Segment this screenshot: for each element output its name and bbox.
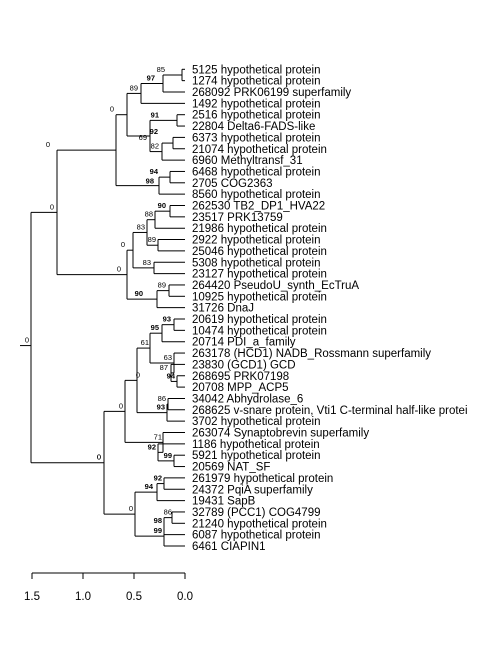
leaf-label: 8560 hypothetical protein <box>192 189 321 201</box>
support-value: 95 <box>151 323 159 332</box>
support-value: 98 <box>154 516 162 525</box>
support-value: 0 <box>25 336 29 345</box>
leaf-label: 2922 hypothetical protein <box>192 235 321 247</box>
support-value: 0 <box>119 401 123 410</box>
support-value: 0 <box>97 453 101 462</box>
leaf-label: 20569 NAT_SF <box>192 462 270 474</box>
support-value: 69 <box>139 133 147 142</box>
leaf-label: 262530 TB2_DP1_HVA22 <box>192 201 325 213</box>
tree-branches <box>20 68 185 547</box>
support-value: 0 <box>50 202 54 211</box>
leaf-label: 19431 SapB <box>192 496 256 508</box>
leaf-label: 32789 (PCC1) COG4799 <box>192 507 320 519</box>
support-value: 93 <box>157 403 165 412</box>
support-value: 92 <box>148 442 156 451</box>
support-value: 93 <box>163 315 171 324</box>
support-value: 88 <box>145 210 153 219</box>
leaf-label: 268092 PRK06199 superfamily <box>192 87 351 99</box>
leaf-label: 2705 COG2363 <box>192 178 273 190</box>
leaf-label: 10474 hypothetical protein <box>192 325 327 337</box>
support-value: 89 <box>148 235 156 244</box>
leaf-label: 268625 v-snare protein, Vti1 C-terminal … <box>192 405 468 417</box>
support-value: 82 <box>151 142 159 151</box>
leaf-label: 1186 hypothetical protein <box>192 439 320 451</box>
support-value: 0 <box>129 504 133 513</box>
leaf-label: 10925 hypothetical protein <box>192 291 327 303</box>
scale-tick-label: 1.5 <box>24 591 40 603</box>
support-value: 71 <box>154 432 162 441</box>
support-value: 90 <box>158 201 166 210</box>
scale-tick-label: 1.0 <box>75 591 91 603</box>
leaf-label: 1274 hypothetical protein <box>192 76 321 88</box>
support-value: 89 <box>158 281 166 290</box>
support-value: 86 <box>164 508 172 517</box>
leaf-label: 31726 DnaJ <box>192 303 254 315</box>
leaf-label: 264420 PseudoU_synth_EcTruA <box>192 280 359 292</box>
leaf-label: 6461 CIAPIN1 <box>192 541 266 553</box>
leaf-label: 3702 hypothetical protein <box>192 416 321 428</box>
leaf-label: 263074 Synaptobrevin superfamily <box>192 428 369 440</box>
leaf-label: 1492 hypothetical protein <box>192 98 321 110</box>
leaf-label: 25046 hypothetical protein <box>192 246 327 258</box>
support-value: 99 <box>164 451 172 460</box>
leaf-label: 23830 (GCD1) GCD <box>192 359 296 371</box>
leaf-label: 263178 (HCD1) NADB_Rossmann superfamily <box>192 348 431 360</box>
leaf-label: 6373 hypothetical protein <box>192 132 321 144</box>
scale-tick-label: 0.0 <box>177 591 193 603</box>
leaf-label: 22804 Delta6-FADS-like <box>192 121 315 133</box>
support-value: 0 <box>136 370 140 379</box>
leaf-label: 23127 hypothetical protein <box>192 269 327 281</box>
leaf-label: 268695 PRK07198 <box>192 371 289 383</box>
leaf-label: 21240 hypothetical protein <box>192 518 327 530</box>
support-value: 89 <box>130 83 138 92</box>
support-value: 98 <box>146 177 154 186</box>
support-value: 90 <box>135 289 143 298</box>
support-value: 0 <box>97 453 101 462</box>
leaf-label: 2516 hypothetical protein <box>192 110 321 122</box>
support-value: 86 <box>158 394 166 403</box>
leaf-label: 20619 hypothetical protein <box>192 314 327 326</box>
support-value: 0 <box>110 105 114 114</box>
leaf-label: 5921 hypothetical protein <box>192 450 321 462</box>
support-value: 61 <box>141 338 149 347</box>
support-value: 94 <box>145 482 154 491</box>
support-value: 99 <box>154 526 162 535</box>
leaf-label: 21074 hypothetical protein <box>192 144 327 156</box>
leaf-label: 6960 Methyltransf_31 <box>192 155 303 167</box>
support-value: 97 <box>147 73 155 82</box>
leaf-label: 20708 MPP_ACP5 <box>192 382 289 394</box>
leaf-label: 6468 hypothetical protein <box>192 166 321 178</box>
support-value: 0 <box>46 140 50 149</box>
leaf-label: 6087 hypothetical protein <box>192 530 321 542</box>
leaf-label: 21986 hypothetical protein <box>192 223 327 235</box>
support-value: 94 <box>167 371 176 380</box>
leaf-label: 5308 hypothetical protein <box>192 257 321 269</box>
leaf-label: 23517 PRK13759 <box>192 212 283 224</box>
leaf-label: 261979 hypothetical protein <box>192 473 333 485</box>
support-value: 85 <box>157 65 165 74</box>
support-values: 8597899169829209498090888983830899009395… <box>25 65 176 535</box>
support-value: 87 <box>160 363 168 372</box>
support-value: 83 <box>137 222 145 231</box>
leaf-label: 24372 PqiA superfamily <box>192 484 313 496</box>
leaf-label: 34042 Abhydrolase_6 <box>192 393 303 405</box>
support-value: 92 <box>150 127 158 136</box>
support-value: 0 <box>121 240 125 249</box>
support-value: 83 <box>143 258 151 267</box>
scale-tick-label: 0.5 <box>126 591 142 603</box>
leaf-label: 20714 PDI_a_family <box>192 337 296 349</box>
support-value: 92 <box>154 474 162 483</box>
support-value: 63 <box>164 353 172 362</box>
distance-scale-axis: 1.5 1.0 0.5 0.0 <box>24 572 193 603</box>
support-value: 94 <box>150 167 159 176</box>
support-value: 91 <box>151 110 159 119</box>
leaf-label: 5125 hypothetical protein <box>192 64 321 76</box>
support-value: 0 <box>117 265 121 274</box>
